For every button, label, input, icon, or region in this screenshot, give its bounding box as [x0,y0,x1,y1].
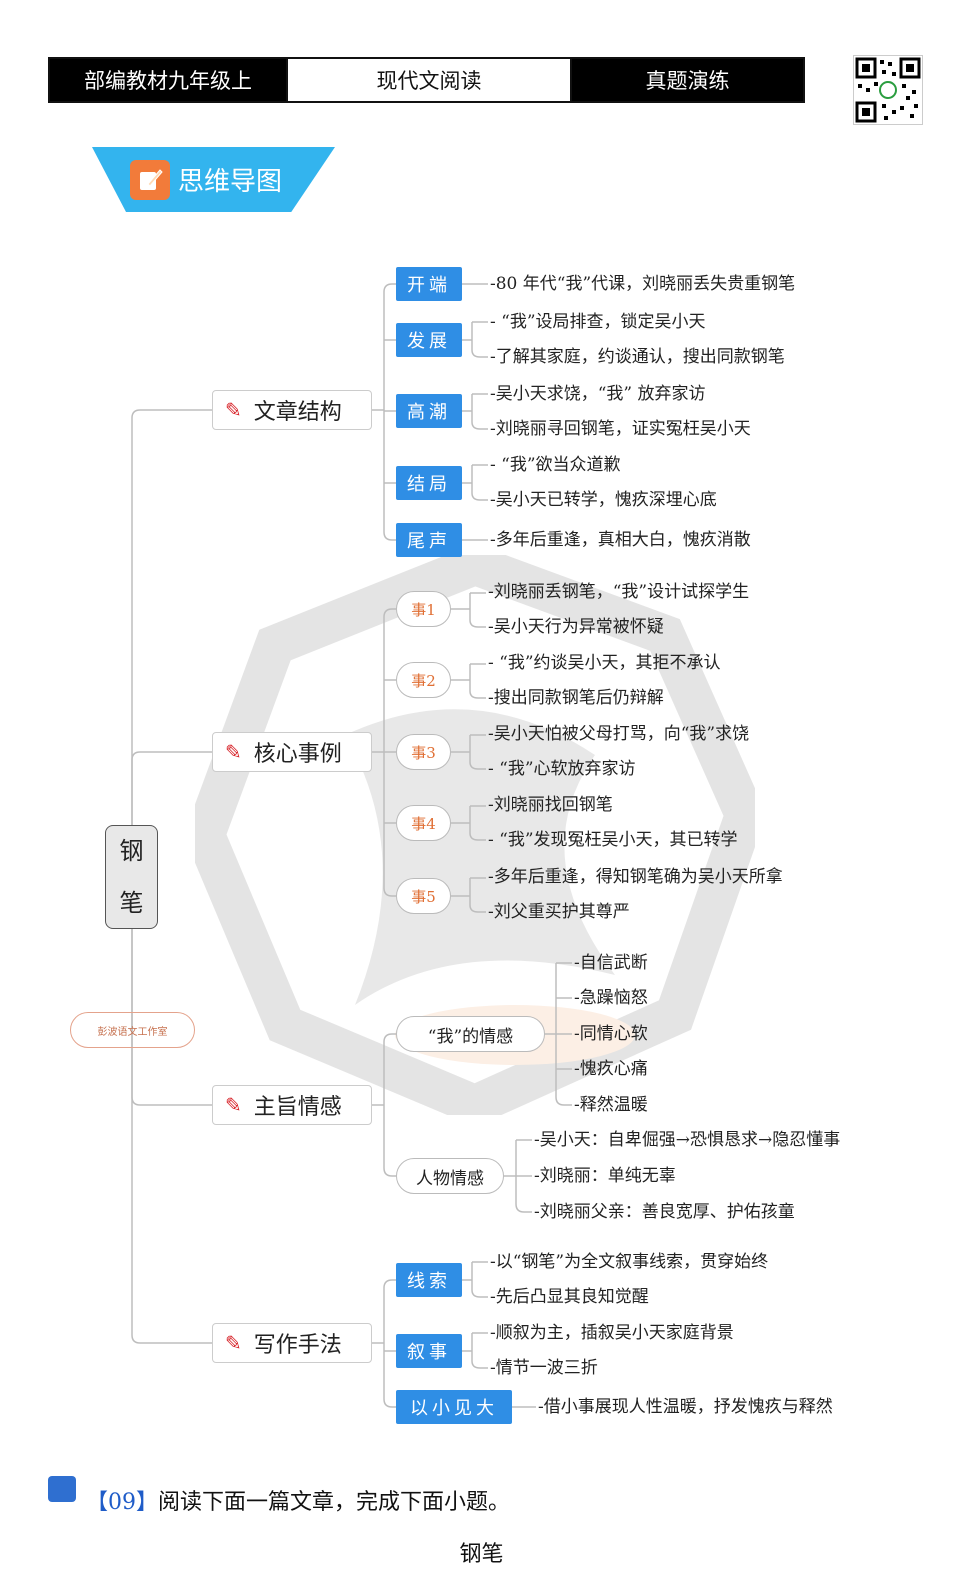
question-icon [48,1476,76,1502]
leaf: -急躁恼怒 [574,988,648,1008]
header-section: 真题演练 [572,59,803,101]
leaf: - “我”心软放弃家访 [488,759,636,779]
question-prompt: 【09】阅读下面一篇文章，完成下面小题。 [86,1484,510,1516]
node-structure-0: 开端 [396,267,462,301]
leaf: -刘晓丽寻回钢笔，证实冤枉吴小天 [490,419,751,439]
question-text: 阅读下面一篇文章，完成下面小题。 [158,1490,511,1515]
leaf: -80 年代“我”代课，刘晓丽丢失贵重钢笔 [490,274,796,294]
branch-writing: ✎ 写作手法 [212,1323,372,1363]
leaf: -借小事展现人性温暖，抒发愧疚与释然 [538,1397,833,1417]
node-structure-1: 发展 [396,323,462,357]
leaf: - “我”欲当众道歉 [490,455,621,475]
node-event-3: 事4 [396,805,451,841]
pencil-icon: ✎ [225,1093,242,1117]
node-event-1: 事2 [396,662,451,698]
leaf: -顺叙为主，插叙吴小天家庭背景 [490,1323,734,1343]
branch-events: ✎ 核心事例 [212,732,372,772]
leaf: -吴小天已转学，愧疚深埋心底 [490,490,717,510]
leaf: -释然温暖 [574,1095,648,1115]
leaf: - “我”设局排查，锁定吴小天 [490,312,706,332]
leaf: -吴小天：自卑倔强→恐惧恳求→隐忍懂事 [534,1130,841,1150]
node-event-4: 事5 [396,878,451,914]
pencil-icon: ✎ [225,740,242,764]
leaf: -吴小天求饶，“我” 放弃家访 [490,384,706,404]
node-writing-0: 线索 [396,1263,462,1297]
root-node: 钢 笔 [105,825,158,929]
leaf: -以“钢笔”为全文叙事线索，贯穿始终 [490,1252,769,1272]
node-writing-2: 以小见大 [396,1390,512,1424]
branch-structure: ✎ 文章结构 [212,390,372,430]
header-grade: 部编教材九年级上 [50,59,286,101]
leaf: -刘晓丽父亲：善良宽厚、护佑孩童 [534,1202,795,1222]
branch-structure-label: 文章结构 [253,400,342,425]
leaf: -自信武断 [574,953,648,973]
node-event-0: 事1 [396,591,451,627]
mind-map-badge: 思维导图 [92,147,335,212]
node-writing-1: 叙事 [396,1334,462,1368]
leaf: -刘晓丽：单纯无辜 [534,1166,676,1186]
leaf: -多年后重逢，得知钢笔确为吴小天所拿 [488,867,783,887]
node-structure-4: 尾声 [396,523,462,557]
node-event-2: 事3 [396,734,451,770]
branch-theme: ✎ 主旨情感 [212,1085,372,1125]
node-structure-2: 高潮 [396,394,462,428]
leaf: -吴小天行为异常被怀疑 [488,617,664,637]
pencil-icon [130,159,170,200]
branch-theme-label: 主旨情感 [253,1095,342,1120]
branch-events-label: 核心事例 [253,742,342,767]
node-my-emotion: “我”的情感 [396,1016,545,1052]
pencil-icon: ✎ [225,398,242,422]
pencil-icon: ✎ [225,1331,242,1355]
node-people-emotion: 人物情感 [396,1158,504,1194]
leaf: -搜出同款钢笔后仍辩解 [488,688,664,708]
article-title: 钢笔 [459,1542,504,1567]
branch-writing-label: 写作手法 [253,1333,342,1358]
leaf: -愧疚心痛 [574,1059,648,1079]
leaf: -刘父重买护其尊严 [488,902,630,922]
node-structure-3: 结局 [396,466,462,500]
leaf: -同情心软 [574,1024,648,1044]
root-char-1: 钢 [119,837,144,865]
leaf: -吴小天怕被父母打骂，向“我”求饶 [488,724,750,744]
header-subject: 现代文阅读 [286,59,572,101]
leaf: -刘晓丽丢钢笔，“我”设计试探学生 [488,582,750,602]
leaf: -情节一波三折 [490,1358,598,1378]
header-bar: 部编教材九年级上 现代文阅读 真题演练 [48,57,805,103]
qr-code-icon [853,55,923,125]
leaf: -多年后重逢，真相大白，愧疚消散 [490,530,751,550]
studio-label: 彭波语文工作室 [70,1012,195,1048]
leaf: - “我”约谈吴小天，其拒不承认 [488,653,721,673]
leaf: -了解其家庭，约谈通认，搜出同款钢笔 [490,347,785,367]
leaf: -刘晓丽找回钢笔 [488,795,613,815]
root-char-2: 笔 [119,889,144,917]
leaf: - “我”发现冤枉吴小天，其已转学 [488,830,738,850]
mind-map-title: 思维导图 [178,167,283,197]
question-number: 【09】 [86,1490,158,1515]
leaf: -先后凸显其良知觉醒 [490,1287,649,1307]
